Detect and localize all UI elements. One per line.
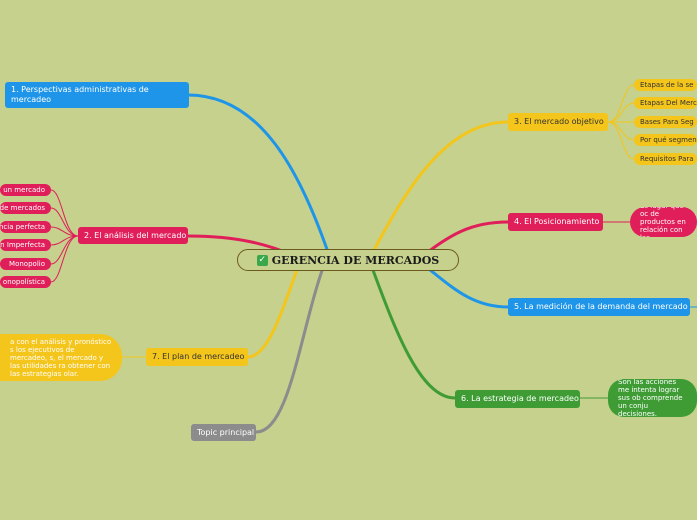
central-topic-label: GERENCIA DE MERCADOS (271, 253, 440, 267)
topic-label: 7. El plan de mercadeo (152, 352, 245, 361)
subtopic-3-4[interactable]: Requisitos Para (634, 153, 697, 165)
subtopic-label: de mercados (0, 204, 45, 212)
topic-label: 3. El mercado objetivo (514, 117, 604, 126)
topic-analisis[interactable]: 2. El análisis del mercado (78, 227, 188, 244)
subtopic-2-0[interactable]: un mercado (0, 184, 51, 196)
subtopic-2-1[interactable]: de mercados (0, 202, 51, 214)
subtopic-label: Monopolio (9, 260, 45, 268)
central-topic[interactable]: ✓ GERENCIA DE MERCADOS (237, 249, 459, 271)
subtopic-3-0[interactable]: Etapas de la se (634, 79, 697, 91)
branch-line-8 (255, 261, 327, 434)
note-text: a con el análisis y pronóstico s los eje… (10, 337, 112, 378)
topic-posicionamiento[interactable]: 4. El Posicionamiento (508, 213, 603, 231)
subtopic-label: n Imperfecta (0, 241, 45, 249)
note-posicionamiento[interactable]: Es lugar que oc de productos en relación… (630, 207, 697, 237)
topic-perspectivas[interactable]: 1. Perspectivas administrativas de merca… (5, 82, 189, 108)
subtopic-3-2[interactable]: Bases Para Seg (634, 116, 697, 128)
topic-label: Topic principal (197, 427, 255, 437)
note-estrategia[interactable]: Son las acciones me intenta lograr sus o… (608, 379, 697, 417)
subtopic-label: Etapas Del Merc (640, 99, 697, 107)
subtopic-label: un mercado (3, 186, 45, 194)
subtopic-2-5[interactable]: onopolística (0, 276, 51, 288)
note-text: Es lugar que oc de productos en relación… (640, 207, 686, 237)
topic-medicion-demanda[interactable]: 5. La medición de la demanda del mercado (508, 298, 690, 316)
subtopic-2-4[interactable]: Monopolio (0, 258, 51, 270)
branch-line-1 (187, 93, 332, 259)
topic-label: 4. El Posicionamiento (514, 217, 600, 226)
subtopic-label: Por qué segmen (640, 136, 697, 144)
subtopic-label: Requisitos Para (640, 155, 694, 163)
topic-estrategia[interactable]: 6. La estrategia de mercadeo (455, 390, 580, 408)
branch-line-3 (368, 120, 509, 259)
note-text: Son las acciones me intenta lograr sus o… (618, 379, 683, 417)
subtopic-label: Etapas de la se (640, 81, 694, 89)
subtopic-lines-3 (607, 84, 635, 160)
note-plan-mercadeo[interactable]: a con el análisis y pronóstico s los eje… (0, 334, 122, 381)
subtopic-3-3[interactable]: Por qué segmen (634, 134, 697, 146)
topic-label: 2. El análisis del mercado (84, 230, 187, 240)
subtopic-2-2[interactable]: ncia perfecta (0, 221, 51, 233)
subtopic-3-1[interactable]: Etapas Del Merc (634, 97, 697, 109)
subtopic-label: onopolística (2, 278, 45, 286)
topic-mercado-objetivo[interactable]: 3. El mercado objetivo (508, 113, 608, 131)
branch-line-6 (368, 261, 456, 400)
subtopic-2-3[interactable]: n Imperfecta (0, 239, 51, 251)
topic-label: 6. La estrategia de mercadeo (461, 394, 579, 403)
topic-plan-mercadeo[interactable]: 7. El plan de mercadeo (146, 348, 248, 366)
topic-label: 1. Perspectivas administrativas de merca… (11, 85, 149, 104)
branch-line-7 (247, 261, 302, 359)
subtopic-lines-2 (50, 189, 79, 283)
topic-principal[interactable]: Topic principal (191, 424, 256, 441)
subtopic-label: ncia perfecta (0, 223, 45, 231)
topic-label: 5. La medición de la demanda del mercado (514, 302, 688, 311)
checkmark-icon: ✓ (256, 254, 268, 266)
subtopic-label: Bases Para Seg (640, 118, 694, 126)
